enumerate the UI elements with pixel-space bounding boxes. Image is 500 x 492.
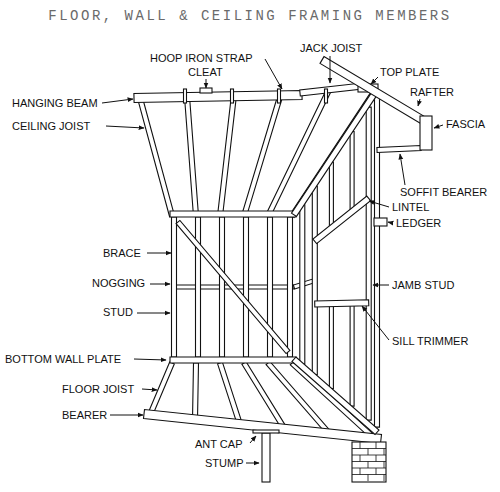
timber-member	[218, 362, 243, 425]
brick-joint	[352, 468, 386, 469]
timber-member	[148, 362, 175, 416]
timber-member	[244, 217, 249, 357]
timber-member	[220, 217, 225, 357]
brick-joint	[360, 455, 361, 462]
timber-member	[266, 91, 331, 217]
part-label: HANGING BEAM	[12, 97, 98, 110]
brick-joint	[368, 449, 369, 456]
timber-block	[184, 89, 187, 103]
part-label: LINTEL	[392, 201, 429, 214]
brick-joint	[368, 462, 369, 469]
timber-member	[218, 95, 237, 217]
timber-member	[329, 162, 333, 228]
leader-lines	[102, 56, 443, 463]
part-label: RAFTER	[410, 86, 454, 99]
part-label: STUD	[103, 306, 133, 319]
brick-joint	[376, 442, 377, 449]
brick-joint	[360, 468, 361, 475]
timber-member	[300, 205, 305, 364]
brick-joint	[360, 442, 361, 449]
brick-joint	[384, 475, 385, 482]
part-label: JAMB STUD	[392, 279, 454, 292]
timber-block	[278, 89, 281, 103]
part-label: LEDGER	[396, 217, 441, 230]
part-label: JACK JOIST	[300, 42, 362, 55]
part-label: TOP PLATE	[380, 66, 439, 79]
timber-member	[313, 196, 371, 244]
timber-member	[292, 88, 380, 216]
part-label: HOOP IRON STRAP	[150, 52, 252, 65]
brick-joint	[368, 475, 369, 482]
timber-block	[200, 88, 212, 93]
timber-member	[176, 220, 290, 353]
part-label: SILL TRIMMER	[392, 335, 468, 348]
timber-block	[420, 116, 432, 150]
timber-member	[350, 132, 354, 212]
part-label: CLEAT	[188, 66, 223, 79]
timber-block	[325, 89, 328, 103]
timber-member	[312, 186, 317, 374]
part-label: NOGGING	[92, 277, 145, 290]
brick-joint	[376, 468, 377, 475]
part-label: ANT CAP	[195, 438, 242, 451]
timber-member	[375, 95, 380, 427]
timber-block	[262, 433, 270, 482]
part-label: BOTTOM WALL PLATE	[5, 353, 121, 366]
timber-member	[366, 107, 371, 420]
brick-joint	[384, 462, 385, 469]
timber-block	[231, 89, 234, 103]
timber-member	[193, 363, 199, 420]
part-label: SOFFIT BEARER	[400, 186, 487, 199]
timber-member	[185, 96, 199, 216]
timber-block	[374, 218, 387, 226]
brick-joint	[352, 448, 386, 449]
timber-member	[300, 83, 363, 96]
timber-member	[288, 217, 293, 357]
timber-member	[292, 357, 379, 435]
timber-member	[170, 211, 296, 217]
brick-joint	[352, 461, 386, 462]
timber-block	[352, 442, 386, 482]
timber-member	[196, 217, 201, 357]
brick-joint	[352, 474, 386, 475]
timber-block	[253, 430, 279, 433]
timber-member	[315, 300, 369, 307]
timber-member	[138, 97, 175, 216]
part-label: BEARER	[62, 409, 107, 422]
part-label: BRACE	[103, 247, 141, 260]
part-label: STUMP	[205, 457, 244, 470]
part-label: CEILING JOIST	[12, 120, 90, 133]
part-label: FASCIA	[446, 118, 485, 131]
diagram-title: FLOOR, WALL & CEILING FRAMING MEMBERS	[0, 8, 500, 24]
timber-member	[377, 146, 421, 153]
timber-member	[350, 303, 354, 406]
timber-member	[172, 217, 177, 357]
timber-member	[329, 304, 333, 389]
timber-member	[170, 357, 296, 363]
brick-joint	[384, 449, 385, 456]
brick-joint	[352, 455, 386, 456]
part-label: FLOOR JOIST	[62, 383, 134, 396]
timber-member	[134, 91, 302, 103]
brick-joint	[376, 455, 377, 462]
